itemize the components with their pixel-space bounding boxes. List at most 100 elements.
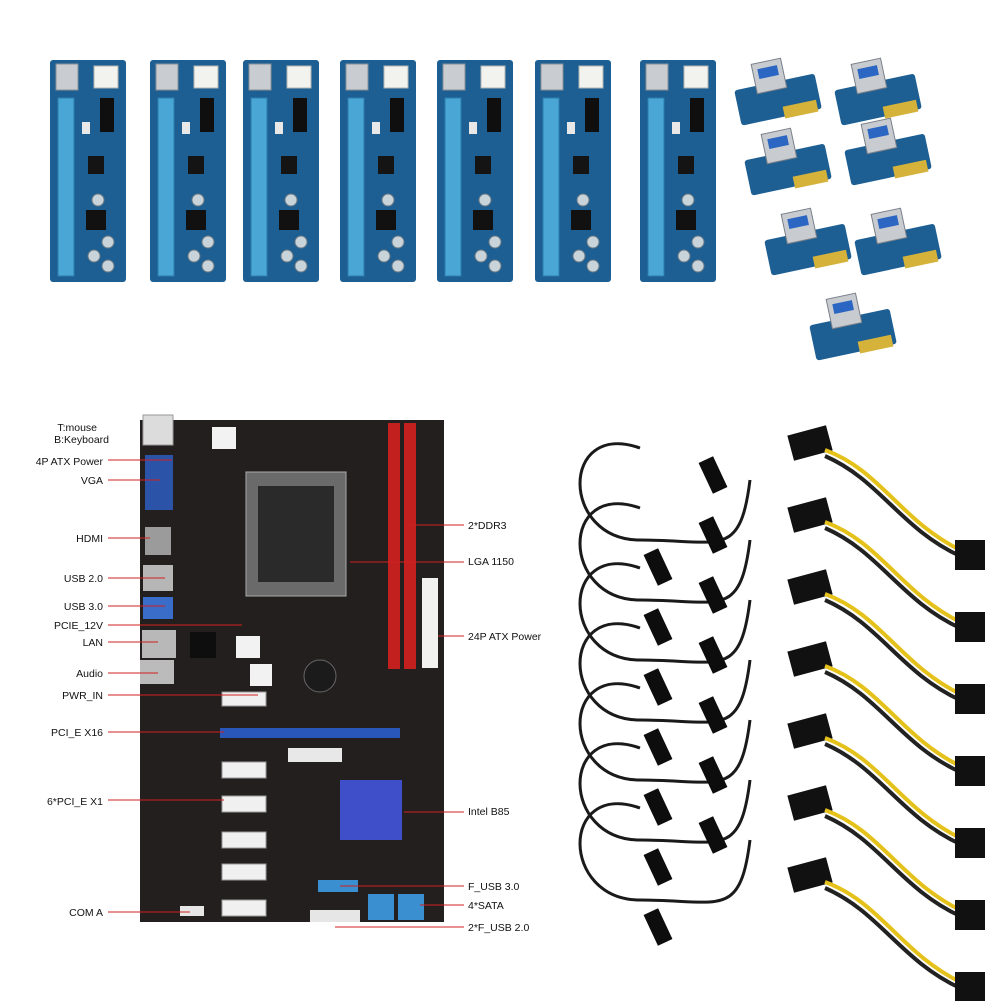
sata-power-plug [787,497,833,533]
capacitor [280,249,294,263]
capacitor [488,259,502,273]
usb-cable [578,742,752,844]
component [372,122,380,134]
label-pcie-12v: PCIE_12V [53,620,103,632]
black-wire [824,526,961,630]
usb-plug-male [698,816,728,854]
pcie-6pin-plug [955,900,985,930]
f-usb2-headers [310,910,360,922]
label-usb2: USB 2.0 [63,573,103,585]
capacitor [294,235,308,249]
sata-power-plug [787,785,833,821]
capacitor [187,249,201,263]
molex-connector-icon [193,65,219,89]
label-4p-atx-power: 4P ATX Power [35,456,103,468]
gold-contacts [902,249,939,269]
pcie-slot [542,97,560,277]
chip [378,156,394,174]
capacitor [191,193,205,207]
pcie-x1-slot [221,795,267,813]
label-audio: Audio [76,668,103,680]
molex-connector-icon [578,65,604,89]
pcie-x1-slot [221,761,267,779]
capacitor [391,235,405,249]
riser-card [437,60,513,282]
usb-plug-a [643,608,673,646]
label-vga: VGA [80,475,103,487]
molex-connector-icon [683,65,709,89]
sata-ports-2 [398,894,424,920]
label-2-f-usb-2: 2*F_USB 2.0 [468,922,530,934]
socket-cover [258,486,334,582]
usb-plug-male [698,696,728,734]
pcie-6pin-plug [955,828,985,858]
label-24p-atx-power: 24P ATX Power [468,631,542,643]
black-wire [824,454,961,558]
usb-port-icon [248,63,272,91]
gold-contacts [892,159,929,179]
pcie-x1-slot [221,899,267,917]
chip [573,156,589,174]
usb-adapter [734,57,822,126]
usb-adapter [854,207,942,276]
usb-port-icon [645,63,669,91]
usb-cables-group [578,442,752,946]
usb-plug-male [698,756,728,794]
pcie-slot [347,97,365,277]
usb-adapter [809,292,897,361]
inductor [487,98,501,132]
component [567,122,575,134]
pcie-slot [647,97,665,277]
capacitor [101,259,115,273]
f-usb3-header [318,880,358,892]
usb-cable [578,562,752,664]
usb-tongue [757,65,779,80]
capacitor [201,259,215,273]
gold-contacts [792,169,829,189]
vga-port [145,455,173,510]
capacitor [101,235,115,249]
usb-tongue [787,215,809,230]
label-f-usb-3: F_USB 3.0 [468,881,520,893]
io-chip [190,632,216,658]
usb-cable [578,802,752,904]
component [182,122,190,134]
lan-port [142,630,176,658]
component [275,122,283,134]
yellow-wire [824,520,961,624]
usb-port-icon [155,63,179,91]
usb-plug-a [643,908,673,946]
usb-plug-male [698,516,728,554]
motherboard [140,414,444,922]
usb-tongue [867,125,889,140]
chip [281,156,297,174]
riser-card [50,60,126,282]
black-wire [824,886,961,990]
usb-port-icon [55,63,79,91]
riser-card [150,60,226,282]
pcie-x1-slot [221,691,267,707]
usb-port-icon [442,63,466,91]
riser-card [640,60,716,282]
ps2-port [142,414,174,446]
inductor [690,98,704,132]
yellow-wire [824,664,961,768]
usb-plug-a [643,848,673,886]
usb-tongue [832,300,854,315]
chip [678,156,694,174]
regulator [376,210,396,230]
yellow-wire [824,592,961,696]
sata-power-plug [787,713,833,749]
label-pci-e-x1: 6*PCI_E X1 [46,796,103,808]
atx4-connector [212,427,236,449]
gold-contacts [812,249,849,269]
gold-contacts [882,99,919,119]
sata-power-cables-group [787,425,985,1001]
capacitor [586,259,600,273]
usb-adapter-cluster [734,57,942,361]
label-lan: LAN [82,637,103,649]
capacitor [488,235,502,249]
pcie-x16-slot [220,728,400,738]
regulator [279,210,299,230]
